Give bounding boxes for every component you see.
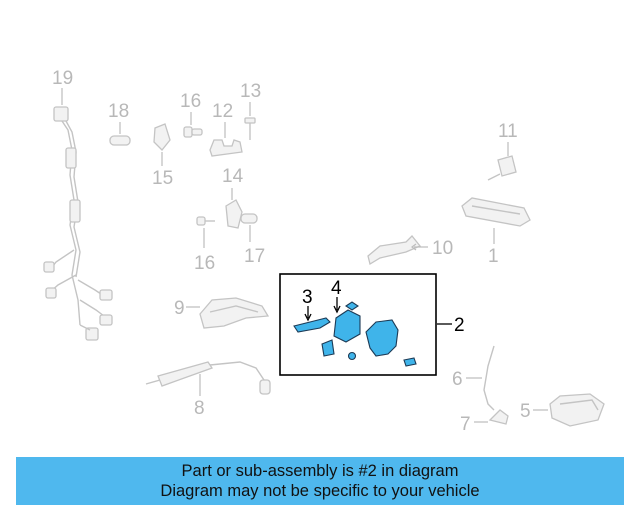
- callout-16-top: 16: [180, 91, 201, 112]
- bolt-part-16-top: [183, 126, 203, 138]
- bolt-part-16-lower: [196, 216, 215, 226]
- seal-part-10: [367, 235, 422, 266]
- callout-19: 19: [52, 68, 73, 89]
- callout-11: 11: [498, 121, 518, 142]
- highlight-callout-box: [279, 273, 437, 376]
- handle-part-1: [461, 197, 531, 227]
- callout-2: 2: [454, 315, 465, 336]
- bracket-part-12: [209, 139, 243, 157]
- callout-15: 15: [152, 168, 173, 189]
- pin-part-17: [240, 213, 258, 224]
- callout-14: 14: [222, 166, 244, 187]
- callout-9: 9: [174, 298, 185, 319]
- actuator-part-4: [321, 301, 361, 357]
- callout-5: 5: [520, 401, 531, 422]
- callout-6: 6: [452, 369, 463, 390]
- cover-part-9: [199, 297, 270, 329]
- callout-13: 13: [240, 81, 261, 102]
- callout-7: 7: [460, 414, 471, 435]
- lock-part-5: [549, 393, 605, 427]
- wiring-harness-part: [43, 106, 113, 341]
- callout-3: 3: [302, 287, 313, 308]
- pin-part-18: [109, 135, 131, 146]
- parts-diagram: 19 18 15 16 12 13 14 17 1: [43, 68, 605, 435]
- callout-1: 1: [488, 246, 499, 267]
- banner-line-1: Part or sub-assembly is #2 in diagram: [181, 462, 459, 480]
- lever-part-3: [293, 317, 331, 333]
- callout-17: 17: [244, 246, 265, 267]
- info-banner: Part or sub-assembly is #2 in diagram Di…: [16, 457, 624, 505]
- cable-part-8: [145, 361, 271, 395]
- callout-4: 4: [331, 278, 342, 299]
- callout-10: 10: [432, 238, 453, 259]
- door-lock-latch-part: [347, 319, 417, 367]
- rod-part-6: [483, 345, 495, 411]
- callout-8: 8: [194, 398, 205, 419]
- clip-part-15: [153, 123, 171, 151]
- bumper-part-7: [488, 409, 509, 425]
- banner-line-2: Diagram may not be specific to your vehi…: [160, 482, 480, 500]
- callout-16-lower: 16: [194, 253, 215, 274]
- callout-18: 18: [108, 101, 129, 122]
- switch-part-11: [487, 155, 517, 181]
- callout-12: 12: [212, 101, 233, 122]
- latch-part-14: [225, 199, 243, 229]
- screw-part-13: [244, 117, 256, 140]
